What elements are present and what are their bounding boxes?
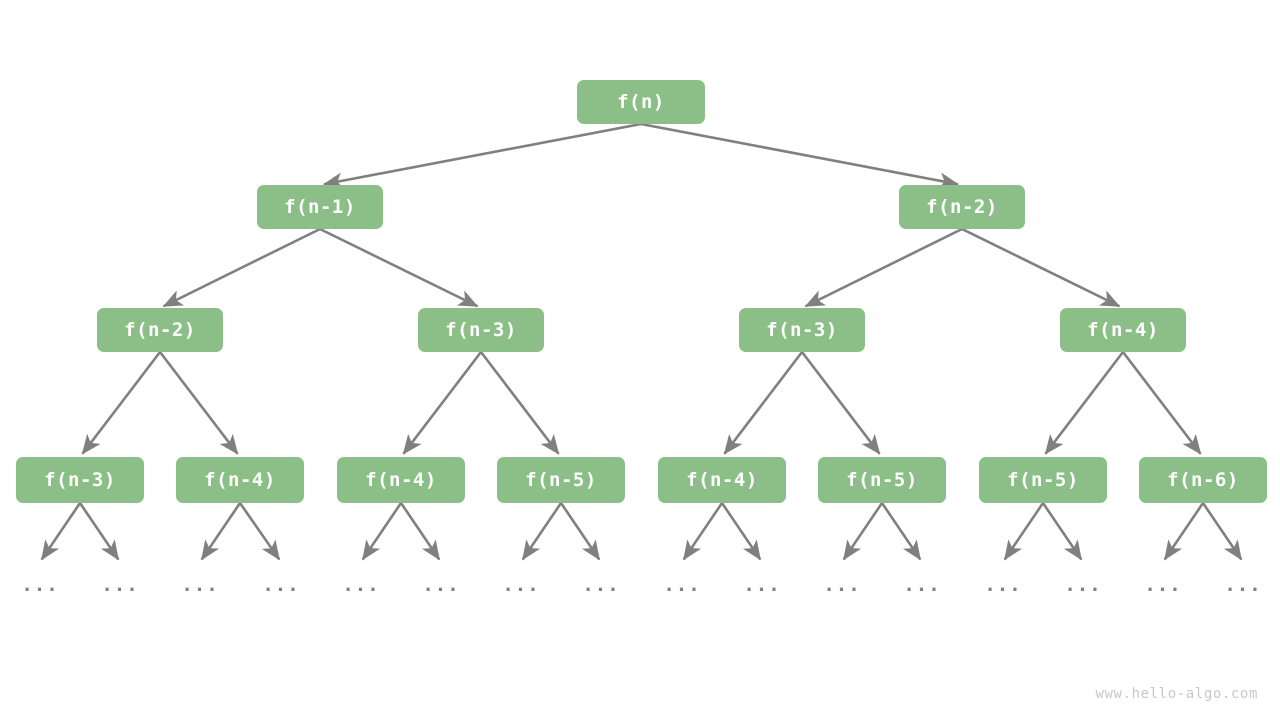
tree-edge-leaf-12 — [1003, 502, 1045, 561]
tree-edge-leaf-8 — [682, 502, 724, 561]
tree-edge-l1n0-l2n1 — [319, 227, 479, 308]
tree-node-label: f(n-5) — [525, 469, 597, 491]
leaf-ellipsis: ... — [422, 574, 460, 596]
tree-node-label: f(n-3) — [766, 319, 838, 341]
leaf-ellipsis: ... — [101, 574, 139, 596]
tree-edge-leaf-13 — [1041, 502, 1083, 561]
tree-edge-leaf-11 — [880, 502, 922, 561]
tree-node-label: f(n-4) — [365, 469, 437, 491]
tree-node-label: f(n) — [617, 91, 665, 113]
tree-node-l3n3: f(n-5) — [497, 457, 625, 503]
leaf-ellipsis: ... — [502, 574, 540, 596]
tree-node-label: f(n-3) — [445, 319, 517, 341]
tree-edge-leaf-3 — [238, 502, 281, 561]
tree-edge-l2n3-l3n6 — [1044, 351, 1125, 455]
tree-node-l3n0: f(n-3) — [16, 457, 144, 503]
tree-edge-leaf-0 — [40, 502, 82, 561]
tree-node-l3n5: f(n-5) — [818, 457, 946, 503]
leaf-ellipsis: ... — [903, 574, 941, 596]
tree-edge-l0n0-l1n1 — [640, 122, 960, 189]
tree-node-label: f(n-5) — [846, 469, 918, 491]
tree-node-label: f(n-4) — [1087, 319, 1159, 341]
tree-edge-l1n1-l2n2 — [804, 227, 963, 308]
tree-edge-leaf-4 — [361, 502, 403, 561]
leaf-ellipsis: ... — [1224, 574, 1262, 596]
leaf-ellipsis: ... — [582, 574, 620, 596]
tree-edge-leaf-9 — [720, 502, 762, 561]
tree-edge-leaf-6 — [521, 502, 563, 561]
tree-node-l3n2: f(n-4) — [337, 457, 465, 503]
tree-edge-l2n2-l3n5 — [800, 351, 881, 455]
tree-edge-leaf-14 — [1163, 502, 1205, 561]
tree-edge-l1n1-l2n3 — [961, 227, 1121, 308]
tree-node-l3n7: f(n-6) — [1139, 457, 1267, 503]
leaf-ellipsis: ... — [21, 574, 59, 596]
tree-node-l1n0: f(n-1) — [257, 185, 383, 229]
leaf-ellipsis: ... — [1064, 574, 1102, 596]
tree-edge-l2n2-l3n4 — [723, 351, 804, 455]
tree-node-label: f(n-4) — [686, 469, 758, 491]
tree-node-l3n4: f(n-4) — [658, 457, 786, 503]
tree-node-label: f(n-3) — [44, 469, 116, 491]
tree-edge-leaf-10 — [842, 502, 884, 561]
leaf-ellipsis: ... — [262, 574, 300, 596]
tree-node-label: f(n-6) — [1167, 469, 1239, 491]
tree-node-l2n1: f(n-3) — [418, 308, 544, 352]
tree-edge-l1n0-l2n0 — [162, 227, 321, 308]
tree-edge-leaf-7 — [559, 502, 601, 561]
tree-node-l2n0: f(n-2) — [97, 308, 223, 352]
tree-edge-l2n3-l3n7 — [1121, 351, 1202, 455]
tree-node-label: f(n-1) — [284, 196, 356, 218]
tree-node-label: f(n-4) — [204, 469, 276, 491]
tree-edge-leaf-2 — [200, 502, 242, 561]
leaf-ellipsis: ... — [743, 574, 781, 596]
tree-edge-leaf-15 — [1201, 502, 1243, 561]
leaf-ellipsis: ... — [342, 574, 380, 596]
tree-node-label: f(n-5) — [1007, 469, 1079, 491]
tree-node-label: f(n-2) — [926, 196, 998, 218]
leaf-ellipsis: ... — [1144, 574, 1182, 596]
tree-node-l0n0: f(n) — [577, 80, 705, 124]
tree-edge-l2n0-l3n0 — [81, 351, 162, 455]
leaf-ellipsis: ... — [663, 574, 701, 596]
tree-node-l2n3: f(n-4) — [1060, 308, 1186, 352]
tree-node-l3n6: f(n-5) — [979, 457, 1107, 503]
tree-edge-leaf-5 — [399, 502, 441, 561]
leaf-ellipsis: ... — [984, 574, 1022, 596]
tree-edge-l0n0-l1n0 — [322, 122, 642, 189]
watermark: www.hello-algo.com — [1095, 686, 1258, 702]
tree-node-l2n2: f(n-3) — [739, 308, 865, 352]
edge-layer — [40, 122, 1243, 561]
tree-edge-leaf-1 — [78, 502, 120, 561]
leaf-ellipsis: ... — [823, 574, 861, 596]
tree-edge-l2n1-l3n3 — [479, 351, 560, 455]
tree-edge-l2n0-l3n1 — [158, 351, 239, 455]
tree-node-l3n1: f(n-4) — [176, 457, 304, 503]
leaf-ellipsis: ... — [181, 574, 219, 596]
tree-node-label: f(n-2) — [124, 319, 196, 341]
tree-edge-l2n1-l3n2 — [402, 351, 483, 455]
tree-node-l1n1: f(n-2) — [899, 185, 1025, 229]
